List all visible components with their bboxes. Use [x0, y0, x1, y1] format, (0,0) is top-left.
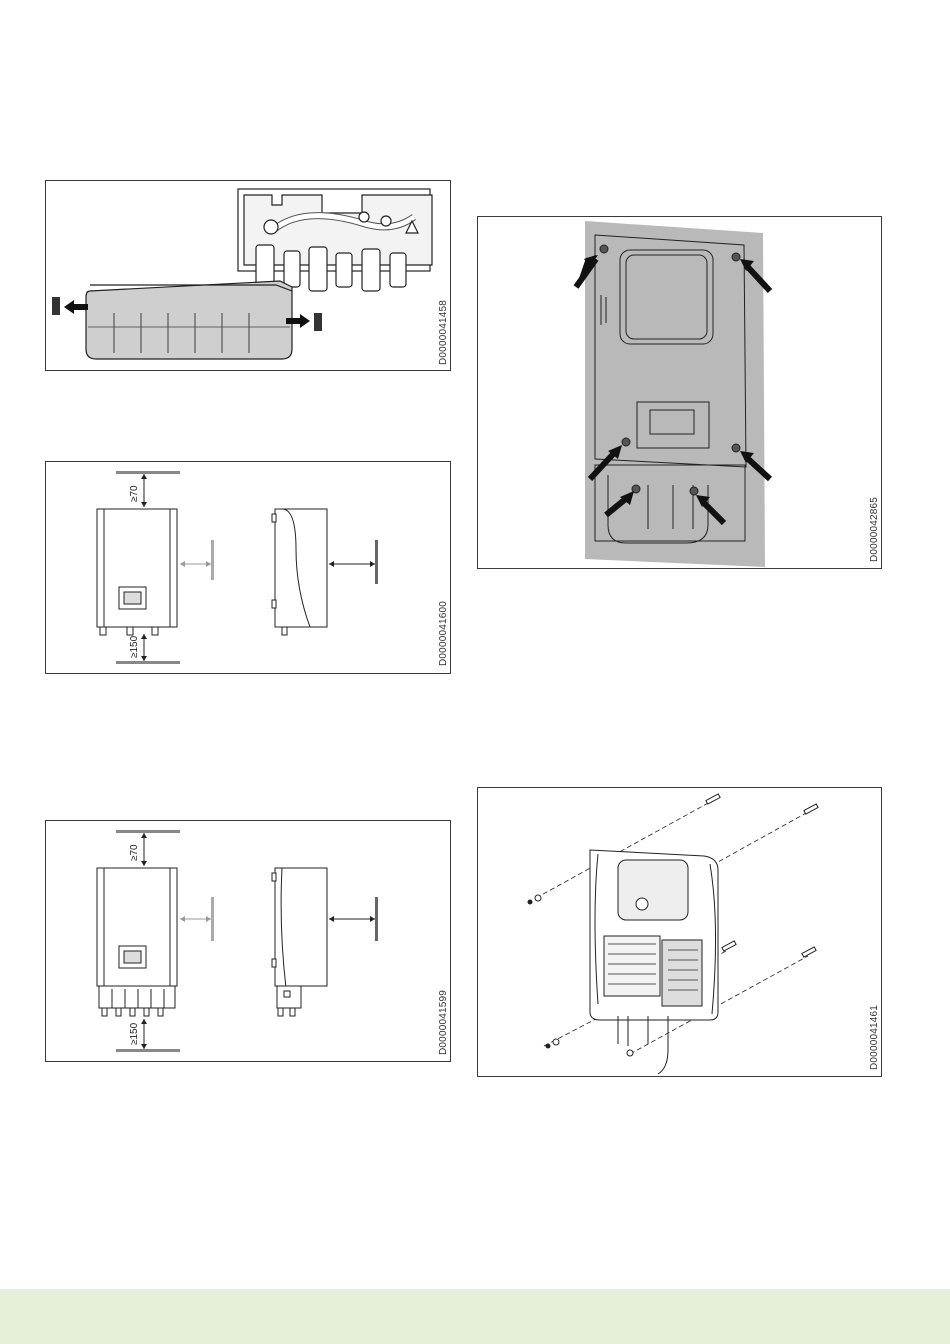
figure-clearance-b: ≥70 ≥150 D0000041599	[45, 820, 451, 1062]
mounting-plate-drawing	[478, 217, 883, 570]
top-clearance-label: ≥70	[129, 485, 140, 502]
cover-removal-drawing	[46, 181, 452, 372]
figure-mounting-plate: D0000042865	[477, 216, 882, 569]
figure-code: D0000041600	[438, 601, 449, 666]
footer-band	[0, 1289, 950, 1344]
device-mounting-drawing	[478, 788, 883, 1078]
clearance-b-drawing	[46, 821, 452, 1063]
figure-code: D0000042865	[869, 497, 880, 562]
figure-device-mounting: D0000041461	[477, 787, 882, 1077]
figure-code: D0000041599	[438, 990, 449, 1055]
figure-code: D0000041461	[869, 1005, 880, 1070]
figure-clearance-a: ≥70 ≥150 D0000041600	[45, 461, 451, 674]
figure-code: D0000041458	[438, 300, 449, 365]
bottom-clearance-label: ≥150	[129, 1023, 140, 1045]
bottom-clearance-label: ≥150	[129, 636, 140, 658]
figure-cover-removal: D0000041458	[45, 180, 451, 371]
top-clearance-label: ≥70	[129, 844, 140, 861]
clearance-a-drawing	[46, 462, 452, 675]
